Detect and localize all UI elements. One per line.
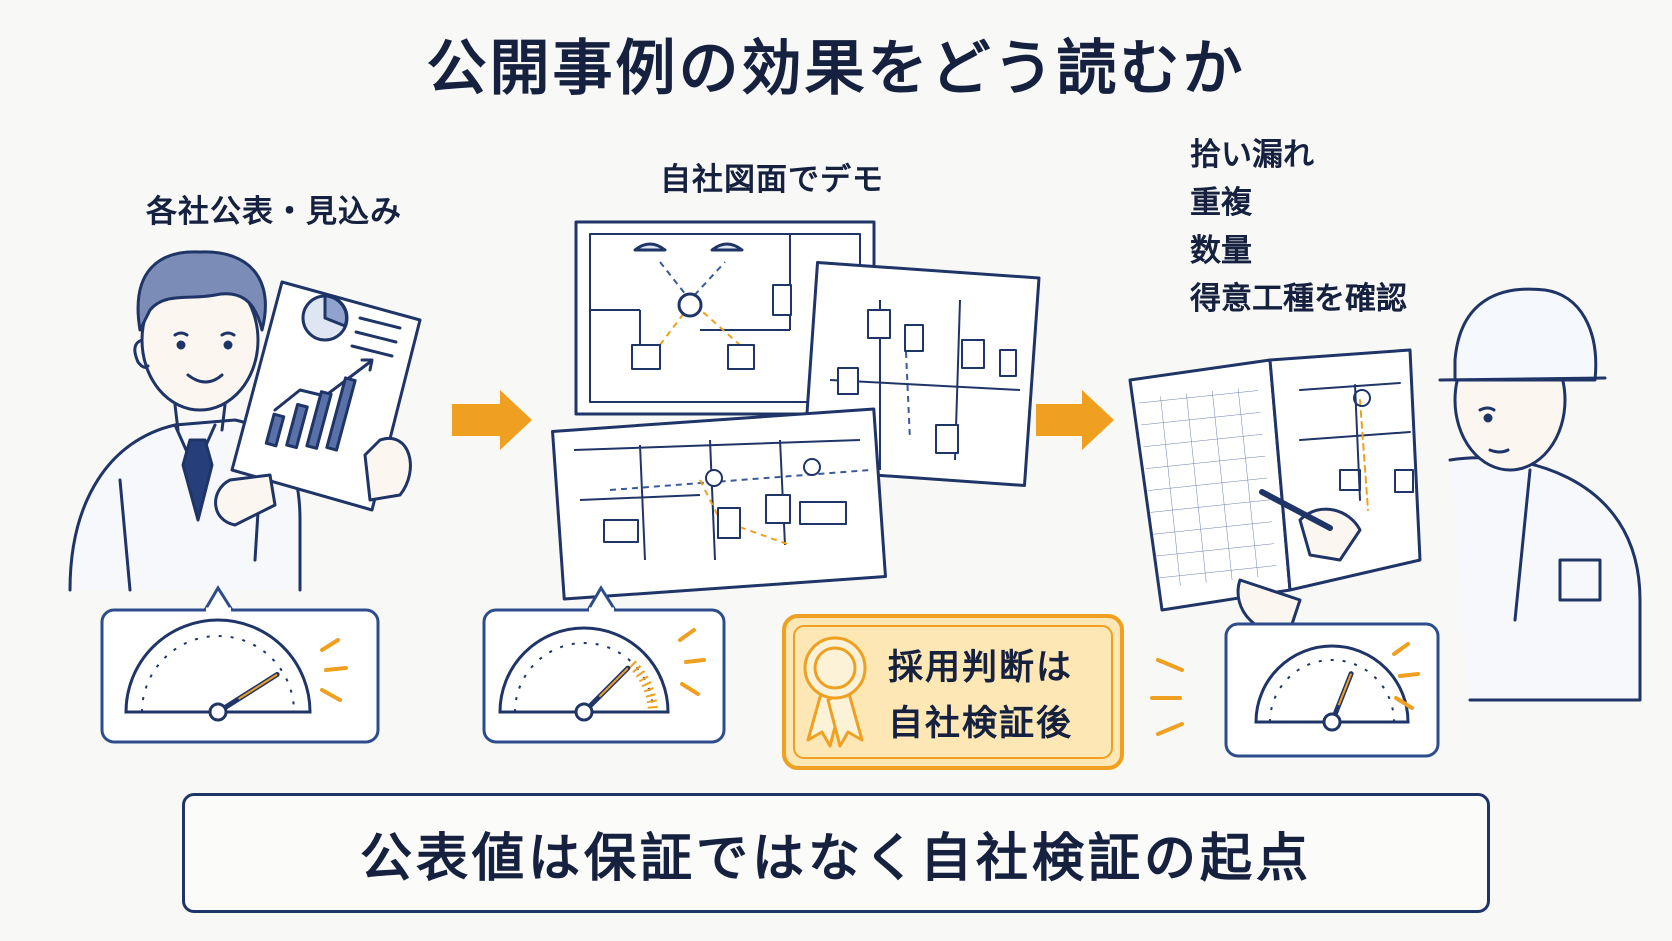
step1-label: 各社公表・見込み	[146, 194, 402, 230]
arrow-icon	[452, 390, 532, 450]
badge-line-2: 自社検証後	[888, 704, 1074, 744]
check-item-omission: 拾い漏れ	[1190, 137, 1314, 173]
conclusion-box: 公表値は保証ではなく自社検証の起点	[182, 793, 1490, 913]
gauge-needle-highlight	[598, 667, 629, 698]
engineer-illustration	[1128, 287, 1642, 702]
conclusion-text: 公表値は保証ではなく自社検証の起点	[359, 828, 1312, 889]
gauge-pivot	[208, 702, 228, 722]
emphasis-marks	[1150, 658, 1184, 736]
badge-text: 採用判断は 自社検証後	[888, 640, 1108, 752]
gauge-panel-field	[1224, 622, 1440, 758]
gauge-pivot	[574, 702, 594, 722]
floor-plan-drawing	[551, 407, 887, 601]
decision-badge	[782, 614, 1124, 770]
gauge-pivot	[1322, 712, 1342, 732]
check-item-duplicate: 重複	[1190, 185, 1252, 221]
check-list: 拾い漏れ 重複 数量 得意工種を確認	[1190, 131, 1407, 323]
page-title: 公開事例の効果をどう読むか	[426, 34, 1246, 104]
step2-label: 自社図面でデモ	[660, 162, 884, 198]
gauge-needle-highlight	[1337, 673, 1353, 706]
gauge-needle-highlight	[238, 673, 278, 700]
businessman-illustration	[68, 250, 422, 592]
arrow-icon	[1036, 390, 1114, 450]
ribbon-award-icon	[803, 636, 867, 748]
gauge-panel-demo	[482, 585, 726, 744]
check-item-quantity: 数量	[1190, 233, 1252, 269]
gauge-panel-public	[100, 585, 380, 744]
check-item-specialty: 得意工種を確認	[1190, 281, 1407, 317]
badge-line-1: 採用判断は	[888, 648, 1074, 688]
